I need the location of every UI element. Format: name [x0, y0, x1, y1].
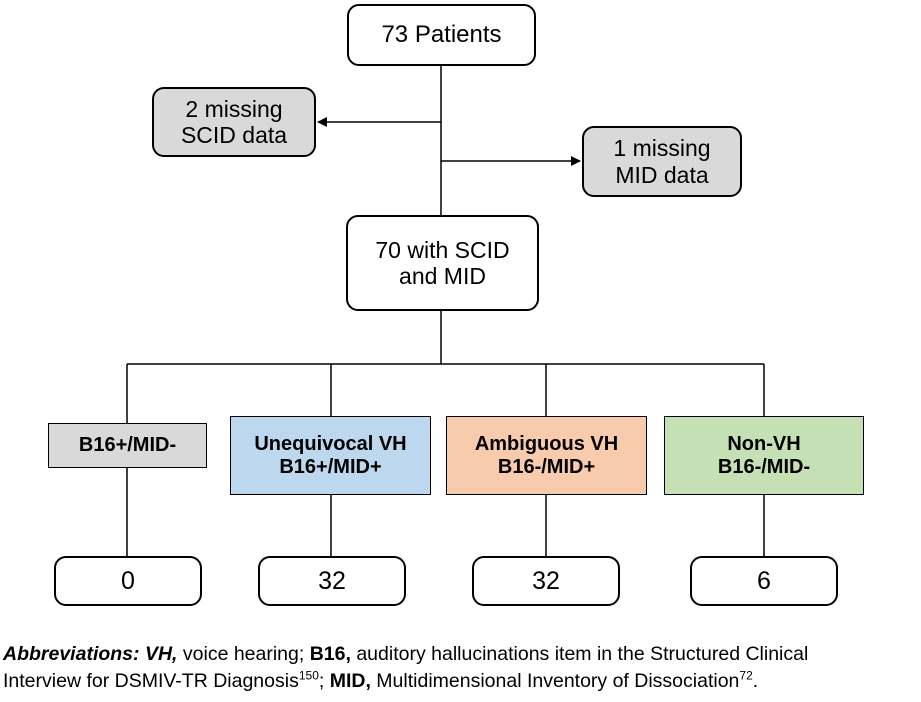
footnote-end: .: [752, 670, 759, 692]
missing-scid-box: 2 missing SCID data: [152, 87, 316, 157]
b16-term: B16,: [309, 643, 351, 665]
total-patients-label: 73 Patients: [381, 21, 502, 49]
abbreviations-footnote: Abbreviations: VH, voice hearing; B16, a…: [3, 641, 921, 695]
count-value: 32: [532, 566, 560, 595]
missing-scid-line1: 2 missing: [185, 95, 283, 122]
vh-definition: voice hearing;: [177, 643, 310, 665]
category-b16pos-midneg: B16+/MID-: [48, 423, 207, 468]
count-box: 32: [258, 556, 406, 606]
count-box: 6: [690, 556, 838, 606]
missing-mid-line2: MID data: [615, 161, 709, 188]
category-code: B16-/MID-: [717, 455, 811, 478]
count-box: 0: [54, 556, 202, 606]
category-title: Non-VH: [727, 432, 801, 455]
reference-72: 72: [739, 668, 753, 683]
mid-term: MID,: [329, 670, 371, 692]
category-unequivocal-vh: Unequivocal VH B16+/MID+: [230, 416, 431, 495]
reference-150: 150: [298, 668, 319, 683]
category-code: B16+/MID+: [279, 455, 382, 478]
missing-mid-line1: 1 missing: [613, 135, 711, 162]
category-label: B16+/MID-: [78, 434, 177, 456]
count-value: 32: [318, 566, 346, 595]
count-value: 0: [121, 566, 135, 595]
abbreviations-label: Abbreviations:: [3, 643, 140, 665]
missing-scid-line2: SCID data: [180, 122, 288, 148]
included-patients-box: 70 with SCID and MID: [346, 215, 539, 311]
count-value: 6: [757, 566, 771, 595]
category-code: B16-/MID+: [497, 455, 596, 478]
missing-mid-box: 1 missing MID data: [582, 126, 742, 197]
category-non-vh: Non-VH B16-/MID-: [664, 416, 864, 495]
footnote-line-2: Interview for DSMIV-TR Diagnosis150; MID…: [3, 668, 921, 695]
included-line2: and MID: [399, 263, 486, 289]
count-box: 32: [472, 556, 620, 606]
separator: ;: [318, 670, 330, 692]
footnote-line-1: Abbreviations: VH, voice hearing; B16, a…: [3, 641, 921, 668]
category-title: Ambiguous VH: [474, 432, 619, 455]
vh-term: VH,: [144, 643, 178, 665]
total-patients-box: 73 Patients: [347, 4, 536, 66]
scid-definition: Interview for DSMIV-TR Diagnosis: [3, 670, 299, 692]
mid-definition: Multidimensional Inventory of Dissociati…: [370, 670, 740, 692]
b16-definition: auditory hallucinations item in the Stru…: [350, 643, 809, 665]
category-title: Unequivocal VH: [254, 432, 407, 455]
included-line1: 70 with SCID: [375, 236, 510, 263]
category-ambiguous-vh: Ambiguous VH B16-/MID+: [446, 416, 647, 495]
